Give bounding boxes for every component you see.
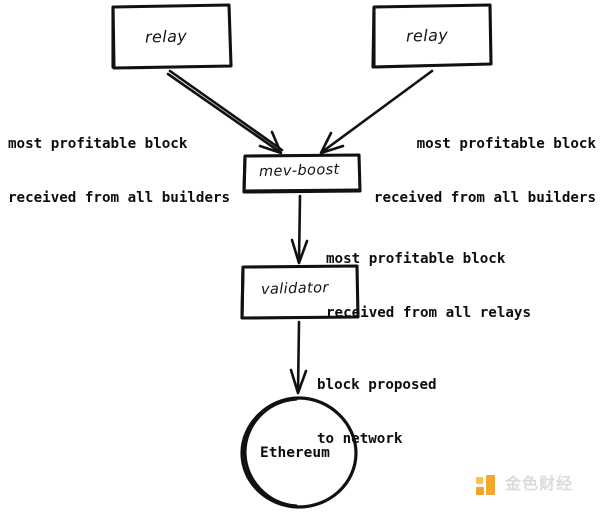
node-label-relay-right: relay <box>405 25 449 46</box>
edge-label-relays-line1: most profitable block <box>326 251 506 267</box>
edge-label-left-builders-line2: received from all builders <box>8 190 231 206</box>
node-ethereum-shape <box>240 396 358 509</box>
watermark-text: 金色财经 <box>505 474 574 493</box>
node-label-validator: validator <box>260 280 329 298</box>
node-relay-right-shape <box>371 3 493 69</box>
edge-label-right-builders-line2: received from all builders <box>373 190 596 206</box>
edge-label-propose-line1: block proposed <box>317 377 437 393</box>
arrow-relay-right-to-mev-boost <box>319 69 434 155</box>
node-mev-boost-shape <box>242 153 362 194</box>
node-relay-left-shape <box>111 3 233 70</box>
watermark: 金色财经 <box>476 468 588 500</box>
edge-label-propose-line2: to network <box>317 431 403 447</box>
edge-label-relays-line2: received from all relays <box>326 305 531 321</box>
edge-label-relays: most profitable block received from all … <box>326 214 531 358</box>
edge-label-left-builders: most profitable block received from all … <box>8 99 230 243</box>
arrow-validator-to-ethereum <box>289 320 308 395</box>
arrow-mev-boost-to-validator <box>290 194 309 265</box>
edge-label-propose: block proposed to network <box>317 340 437 484</box>
node-label-mev-boost: mev-boost <box>258 161 340 181</box>
node-label-ethereum: Ethereum <box>260 445 330 461</box>
jinse-logo-icon <box>476 473 498 495</box>
arrow-relay-left-to-mev-boost <box>166 69 284 155</box>
edge-label-right-builders-line1: most profitable block <box>416 136 596 152</box>
node-validator-shape <box>240 264 360 320</box>
node-label-relay-left: relay <box>144 26 188 47</box>
edge-label-right-builders: most profitable block received from all … <box>372 99 596 243</box>
edge-label-left-builders-line1: most profitable block <box>8 136 188 152</box>
